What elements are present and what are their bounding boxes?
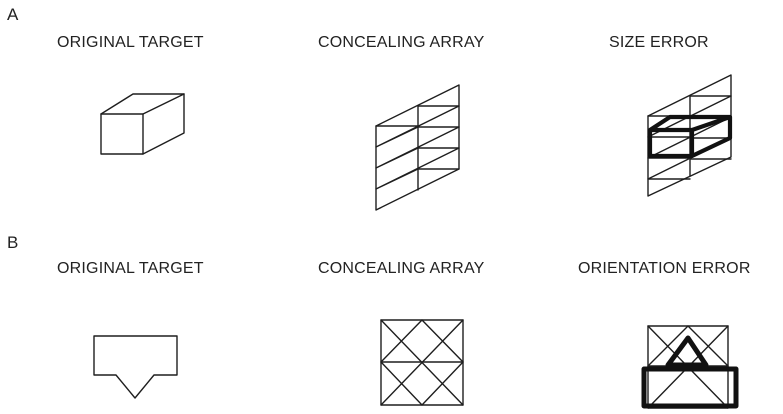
section-b-orientation-error [641,325,739,409]
box-front-face [100,113,144,155]
section-a-size-error-title: SIZE ERROR [609,34,709,51]
section-b-concealing-array-title: CONCEALING ARRAY [318,260,485,277]
orientation-error-rectangle [641,366,739,409]
size-error-array-lines [647,95,732,180]
section-b-target-shape [93,335,178,399]
section-a-target-box [100,93,185,155]
section-a-size-error [647,74,733,197]
section-a-concealing-array-title: CONCEALING ARRAY [318,34,485,51]
section-a-original-target-title: ORIGINAL TARGET [57,34,204,51]
orientation-error-triangle [665,335,709,368]
section-b-original-target-title: ORIGINAL TARGET [57,260,204,277]
array-grid-lines [375,105,460,190]
section-a-label: A [7,5,19,24]
box-side-face [142,93,185,155]
inverted-house-outline [93,335,178,399]
section-b-label: B [7,233,19,252]
section-b-concealing-array [380,319,464,406]
size-error-bold-box [647,114,733,159]
box-top-face [100,93,185,115]
square-array-diagonals [380,319,464,406]
section-b-orientation-error-title: ORIENTATION ERROR [578,260,751,277]
section-a-concealing-array [375,84,460,211]
size-error-array-outline [647,74,732,197]
